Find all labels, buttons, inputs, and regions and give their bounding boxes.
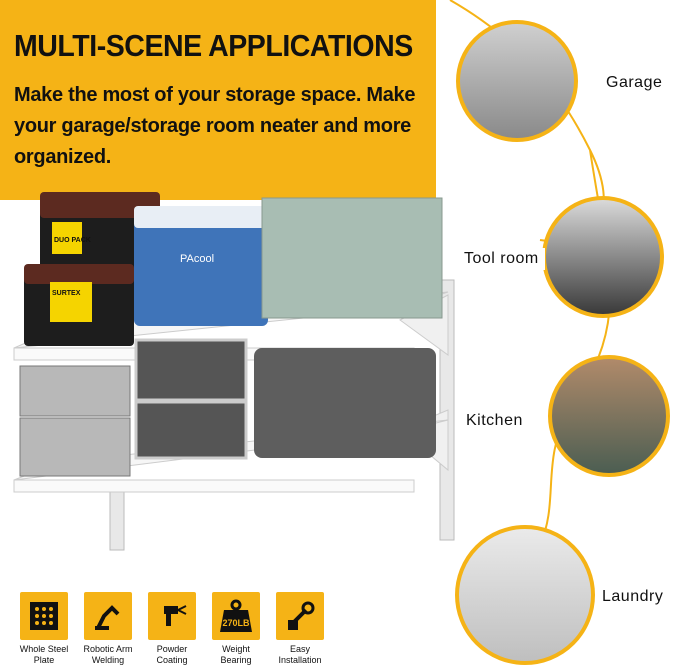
scene-laundry-label: Laundry xyxy=(596,586,670,608)
feature-label: Easy Installation xyxy=(278,644,322,665)
scene-kitchen-label: Kitchen xyxy=(460,410,529,432)
steel-plate-icon xyxy=(20,592,68,640)
page-title: MULTI-SCENE APPLICATIONS xyxy=(14,28,413,63)
page-subtitle: Make the most of your storage space. Mak… xyxy=(14,84,416,168)
weight-icon: 270LB xyxy=(212,592,260,640)
scene-tool-room-label: Tool room xyxy=(458,248,545,270)
shelf-illustration: DUO PACK SURTEX PAcool xyxy=(13,192,455,551)
case-3 xyxy=(134,338,248,402)
duo-pack-label: DUO PACK xyxy=(54,237,91,244)
feature-label: Robotic Arm Welding xyxy=(83,644,133,665)
feature-easy-installation: Easy Installation xyxy=(270,592,330,666)
scene-garage-image xyxy=(456,20,578,142)
weight-badge: 270LB xyxy=(222,618,250,628)
scene-tool-room-image xyxy=(542,196,664,318)
header-banner xyxy=(0,0,436,200)
cooler-label: PAcool xyxy=(180,253,214,265)
case-4 xyxy=(134,400,248,460)
feature-weight-bearing: 270LB Weight Bearing xyxy=(206,592,266,666)
robotic-arm-icon xyxy=(84,592,132,640)
scene-garage-label: Garage xyxy=(600,72,669,94)
wrench-hand-icon xyxy=(276,592,324,640)
spray-gun-icon xyxy=(148,592,196,640)
toolbox-surtex xyxy=(24,264,134,346)
scene-laundry-image xyxy=(455,525,595,665)
aluminum-case-1 xyxy=(19,365,131,417)
plastic-case xyxy=(254,348,436,458)
toolbox-duo-pack xyxy=(40,192,160,270)
feature-steel-plate: Whole Steel Plate xyxy=(14,592,74,666)
feature-robotic-arm: Robotic Arm Welding xyxy=(78,592,138,666)
surtex-label: SURTEX xyxy=(52,290,81,297)
storage-crate xyxy=(261,197,443,319)
feature-row: Whole Steel Plate Robotic Arm Welding Po… xyxy=(14,592,334,666)
feature-label: Whole Steel Plate xyxy=(19,644,69,665)
feature-powder-coating: Powder Coating xyxy=(142,592,202,666)
aluminum-case-2 xyxy=(19,417,131,477)
feature-label: Weight Bearing xyxy=(220,644,252,665)
scene-kitchen-image xyxy=(548,355,670,477)
feature-label: Powder Coating xyxy=(156,644,188,665)
cooler xyxy=(134,206,268,326)
